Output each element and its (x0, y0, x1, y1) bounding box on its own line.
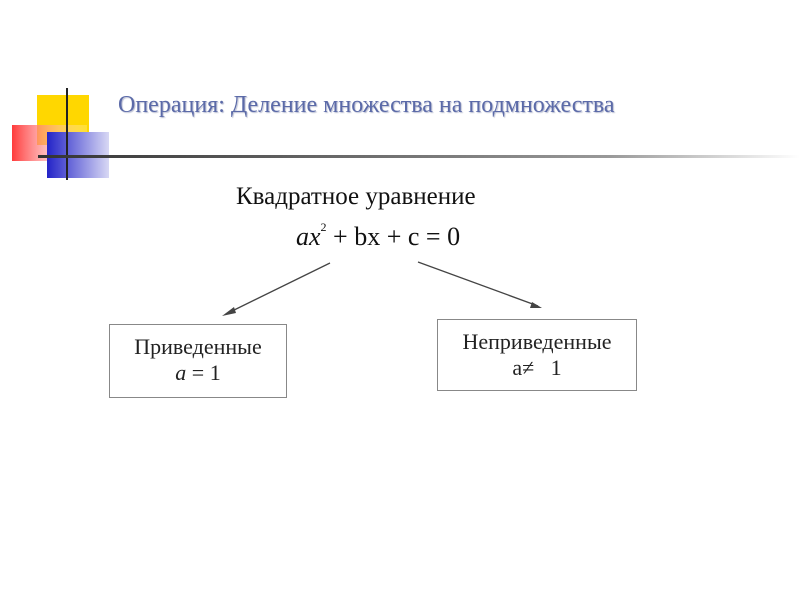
equation-rest: + bx + c = 0 (326, 222, 461, 251)
quadratic-equation: ax2 + bx + c = 0 (296, 220, 461, 252)
reduced-label: Приведенные (134, 334, 262, 359)
equation-exponent: 2 (320, 220, 327, 235)
unreduced-condition-var: a≠ (512, 355, 535, 380)
unreduced-condition-value: 1 (534, 355, 562, 380)
reduced-condition: a = 1 (110, 360, 286, 386)
reduced-equation-box: Приведенные a = 1 (109, 324, 287, 398)
arrow-left-head (222, 307, 236, 316)
diagram-root-label: Квадратное уравнение (236, 183, 476, 210)
arrow-left (225, 262, 331, 315)
title-decoration (12, 88, 800, 180)
page-title: Операция: Деление множества на подмножес… (118, 92, 615, 118)
arrow-right (417, 261, 539, 307)
arrow-right-head (530, 302, 542, 308)
reduced-condition-value: = 1 (186, 360, 221, 385)
unreduced-equation-box: Неприведенные a≠ 1 (437, 319, 637, 391)
reduced-condition-var: a (175, 360, 187, 385)
equation-term-ax: ax (296, 222, 321, 251)
title-underline (38, 155, 800, 158)
unreduced-label: Неприведенные (462, 329, 612, 354)
unreduced-condition: a≠ 1 (438, 355, 636, 381)
